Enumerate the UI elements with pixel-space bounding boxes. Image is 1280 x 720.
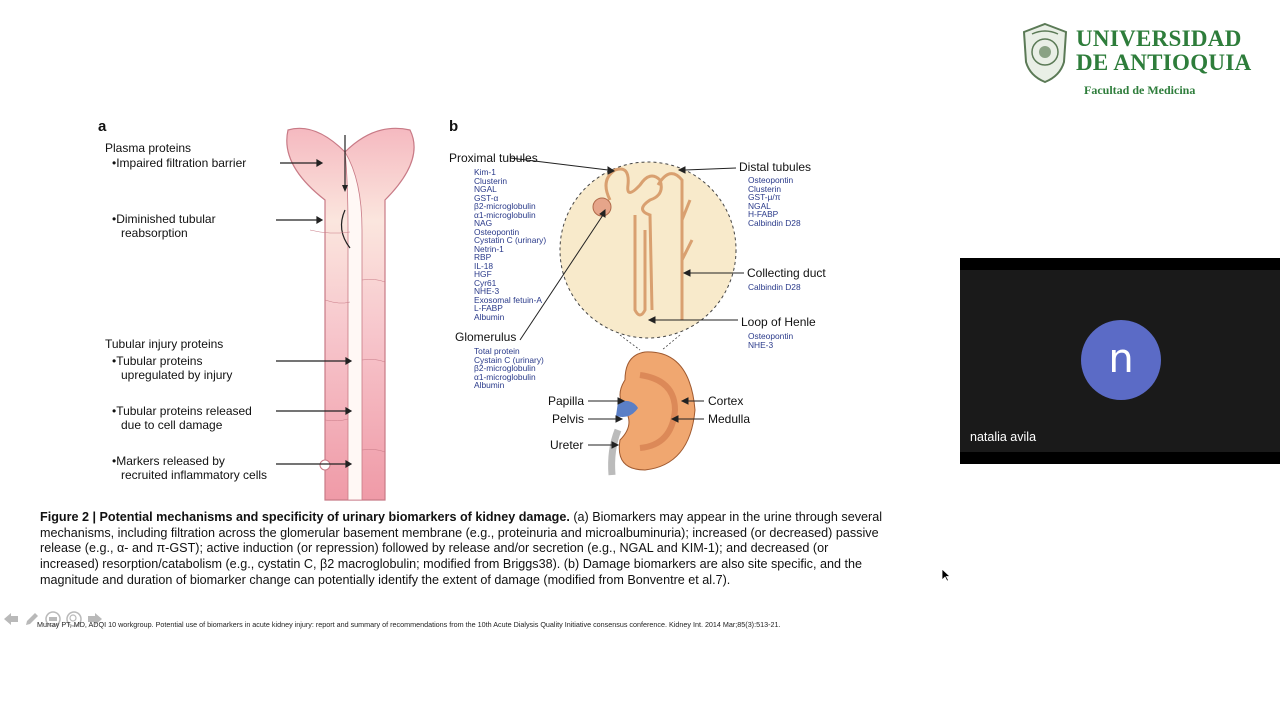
logo-line-2: DE ANTIOQUIA [1076, 50, 1252, 75]
citation-text: Murray PT, MD, ADQI 10 workgroup. Potent… [37, 620, 781, 629]
panel-a-label: a [98, 118, 107, 135]
pelvis-label: Pelvis [552, 412, 585, 426]
glomerulus-label: Glomerulus [455, 330, 517, 344]
tubular-injury-heading: Tubular injury proteins [105, 337, 224, 351]
panel-a-nephron-illustration [286, 127, 415, 501]
biomarker-item: Calbindin D28 [748, 282, 801, 292]
biomarker-item: NHE-3 [748, 339, 774, 350]
university-seal-icon [1022, 22, 1068, 84]
biomarker-item: Exosomal fetuin-A [474, 294, 542, 305]
biomarker-item: GST-μ/π [748, 192, 781, 202]
biomarker-item: L-FABP [474, 303, 503, 313]
biomarker-item: HGF [474, 269, 492, 279]
released-label-1: Tubular proteins released [112, 404, 252, 418]
impaired-filtration-label: Impaired filtration barrier [112, 156, 246, 170]
zoom-icon[interactable] [65, 610, 83, 628]
biomarker-item: Clusterin [474, 175, 508, 186]
upregulated-label-1: Tubular proteins [112, 354, 202, 368]
biomarker-item: Cystatin C (urinary) [474, 235, 547, 245]
upregulated-label-2: upregulated by injury [121, 368, 233, 382]
ureter-label: Ureter [550, 438, 584, 452]
papilla-label: Papilla [548, 394, 585, 408]
biomarker-item: Clusterin [748, 183, 782, 194]
biomarker-item: RBP [474, 252, 492, 262]
caption-body: (a) Biomarkers may appear in the urine t… [40, 510, 883, 587]
markers-label-1: Markers released by [112, 454, 225, 468]
slides-icon[interactable] [44, 610, 62, 628]
biomarker-item: IL-18 [474, 260, 494, 271]
markers-label-2: recruited inflammatory cells [121, 468, 268, 482]
biomarker-item: α1-microglobulin [474, 371, 536, 382]
biomarker-item: Calbindin D28 [748, 217, 801, 228]
logo-faculty: Facultad de Medicina [1084, 83, 1196, 97]
figure-caption: Figure 2 | Potential mechanisms and spec… [40, 510, 890, 589]
pen-icon[interactable] [23, 610, 41, 628]
biomarker-item: NGAL [474, 184, 497, 194]
plasma-proteins-heading: Plasma proteins [105, 141, 192, 155]
biomarker-item: Netrin-1 [474, 243, 504, 254]
diminished-reabsorption-label-1: Diminished tubular [112, 212, 215, 226]
collecting-duct-label: Collecting duct [747, 266, 826, 280]
biomarker-item: Osteopontin [748, 331, 794, 341]
panel-b-kidney-illustration [509, 157, 744, 476]
participant-avatar: n [1081, 320, 1161, 400]
biomarker-item: β2-microglobulin [474, 363, 536, 373]
biomarker-item: H-FABP [748, 209, 779, 219]
biomarker-item: Total protein [474, 346, 520, 356]
proximal-tubules-label: Proximal tubules [449, 151, 538, 165]
cortex-label: Cortex [708, 394, 744, 408]
panel-b-label: b [449, 118, 459, 135]
panel-a-arrows [276, 158, 353, 469]
university-logo: UNIVERSIDAD DE ANTIOQUIA Facultad de Med… [1020, 20, 1265, 100]
biomarker-item: Cyr61 [474, 277, 497, 288]
participant-video-tile[interactable]: n natalia avila [960, 258, 1280, 464]
biomarker-item: Cystain C (urinary) [474, 354, 544, 365]
participant-name: natalia avila [970, 430, 1037, 444]
caption-title: Figure 2 | Potential mechanisms and spec… [40, 510, 570, 524]
biomarker-item: Kim-1 [474, 167, 496, 177]
forward-arrow-icon[interactable] [86, 610, 104, 628]
biomarker-item: NAG [474, 218, 493, 228]
medulla-label: Medulla [708, 412, 751, 426]
mouse-cursor-icon [941, 568, 951, 582]
biomarker-item: Osteopontin [474, 226, 520, 237]
diminished-reabsorption-label-2: reabsorption [121, 226, 188, 240]
biomarker-item: Albumin [474, 311, 505, 322]
logo-line-1: UNIVERSIDAD [1076, 26, 1242, 51]
biomarker-item: Osteopontin [748, 175, 794, 185]
biomarker-item: GST-α [474, 192, 499, 203]
loop-of-henle-label: Loop of Henle [741, 315, 816, 329]
back-arrow-icon[interactable] [2, 610, 20, 628]
biomarker-item: α1-microglobulin [474, 209, 536, 220]
released-label-2: due to cell damage [121, 418, 223, 432]
collecting-biomarker-list: Calbindin D28 [748, 283, 801, 292]
biomarker-figure: a Plasma proteins Impaired filtration ba… [0, 0, 940, 640]
biomarker-item: NGAL [748, 200, 771, 211]
biomarker-item: NHE-3 [474, 286, 500, 296]
slide-navigation-toolbar [2, 610, 104, 630]
distal-tubules-label: Distal tubules [739, 160, 812, 174]
biomarker-item: β2-microglobulin [474, 201, 536, 211]
biomarker-item: Albumin [474, 380, 505, 390]
